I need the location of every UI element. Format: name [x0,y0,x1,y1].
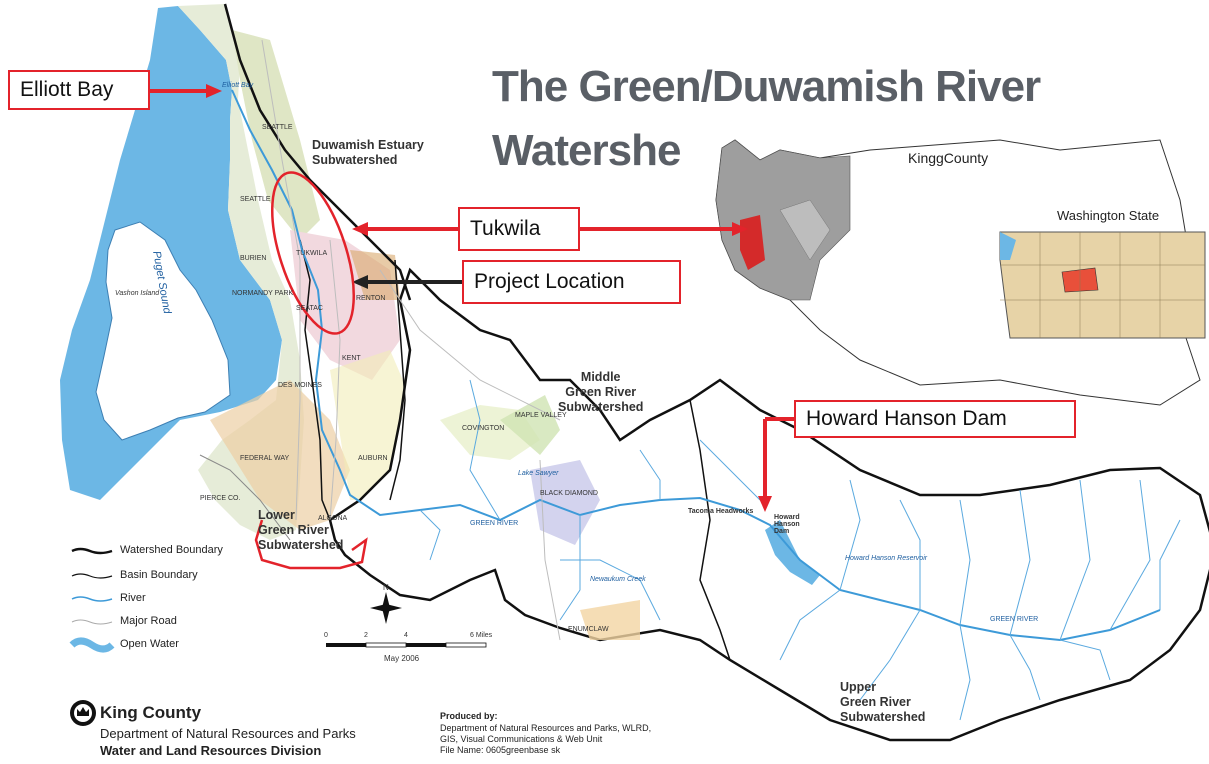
middle-label-line2: Green River [565,385,637,399]
lower-label-line2: Green River [258,523,329,537]
vashon-label: Vashon Island [115,290,160,297]
produced-by-line3: File Name: 0605greenbase sk [440,745,561,755]
watershed-body [328,267,1209,742]
basin-boundary-lower-middle [389,259,406,501]
covington-label: COVINGTON [462,425,505,432]
scale-date: May 2006 [384,654,420,663]
king-county-dept: Department of Natural Resources and Park… [100,726,356,741]
map-title-line2: Watershe [492,126,681,175]
middle-subwatershed-label: Middle Green River Subwatershed [558,370,643,415]
upper-label-line3: Subwatershed [840,710,926,724]
basin-boundary-middle-upper [689,399,731,661]
algona-label: ALGONA [318,515,348,522]
legend-basin-boundary: Basin Boundary [120,569,198,581]
duwamish-label-line2: Subwatershed [312,153,398,167]
elliott-bay-map-label: Elliott Bay [222,82,254,89]
green-river-upper-label: GREEN RIVER [990,616,1039,623]
black-diamond-label: BLACK DIAMOND [540,490,598,497]
scale-tick-2: 2 [364,632,368,639]
des-moines-label: DES MOINES [278,382,322,389]
north-label: N [383,583,389,592]
federal-way-label: FEDERAL WAY [240,455,290,462]
callout-project-location: Project Location [462,260,681,304]
middle-label-line1: Middle [580,370,621,384]
kent-label: KENT [342,355,361,362]
black-diamond-area [530,460,600,545]
tukwila-map-label: TUKWILA [296,250,328,257]
callout-howard-hanson-dam: Howard Hanson Dam [794,400,1076,438]
tacoma-headworks-label: Tacoma Headworks [688,508,754,515]
legend-river: River [120,592,146,604]
newaukum-creek-label: Newaukum Creek [590,576,646,583]
urban-shade-renton [350,250,400,300]
burien-label: BURIEN [240,255,267,262]
produced-by-line2: GIS, Visual Communications & Web Unit [440,734,603,744]
renton-label: RENTON [356,295,386,302]
map-title-line1: The Green/Duwamish River [492,62,1041,111]
enumclaw-area [580,600,640,640]
north-arrow [370,592,402,624]
king-county-logo [70,700,96,726]
maple-valley-label: MAPLE VALLEY [515,412,567,419]
scale-tick-0: 0 [324,632,328,639]
king-county-inset-label: KinggCounty [908,150,989,166]
enumclaw-label: ENUMCLAW [568,626,609,633]
vashon-island [95,221,231,441]
upper-label-line1: Upper [840,680,877,694]
normandy-park-label: NORMANDY PARK [232,290,294,297]
seatac-label: SEATAC [296,305,323,312]
king-county-inset [715,139,1201,406]
reservoir-label: Howard Hanson Reservoir [845,555,928,562]
legend-open-water: Open Water [120,638,179,650]
legend-symbols [69,547,115,653]
howard-hanson-dam-map-label: Howard Hanson Dam [774,514,800,535]
lower-label-line1: Lower [258,508,295,522]
pierce-county-line [199,454,291,541]
scale-tick-4: 4 [404,632,408,639]
washington-state-label: Washington State [1057,208,1160,223]
maple-valley-area [500,395,560,455]
legend-major-road: Major Road [120,615,177,627]
seattle-north-label: SEATTLE [262,124,293,131]
scale-bar [326,642,487,648]
king-county-division: Water and Land Resources Division [100,743,322,758]
lower-subwatershed-label: Lower Green River Subwatershed [258,508,343,553]
scale-tick-6: 6 Miles [470,632,493,639]
green-river-lower-label: GREEN RIVER [470,520,519,527]
produced-by-line1: Department of Natural Resources and Park… [440,723,652,733]
watershed-boundary-north [223,3,412,301]
duwamish-subwatershed-label: Duwamish Estuary Subwatershed [312,138,424,168]
king-county-org: King County [100,703,202,722]
lower-green-highlight [254,519,368,570]
callout-arrows [150,84,794,512]
upper-subwatershed-label: Upper Green River Subwatershed [840,680,925,725]
callout-tukwila: Tukwila [458,207,580,251]
tributaries [419,379,1181,721]
auburn-label: AUBURN [358,455,388,462]
major-roads [261,39,561,641]
callout-elliott-bay: Elliott Bay [8,70,150,110]
lake-sawyer-label: Lake Sawyer [518,470,559,477]
urban-shade-south [210,380,350,530]
basin-boundary [299,239,331,521]
lower-label-line3: Subwatershed [258,538,344,552]
seattle-south-label: SEATTLE [240,196,271,203]
duwamish-label-line1: Duwamish Estuary [312,138,424,152]
upper-label-line2: Green River [840,695,911,709]
legend-watershed-boundary: Watershed Boundary [120,544,223,556]
produced-by-heading: Produced by: [440,711,498,721]
washington-state-inset [999,231,1206,339]
tukwila-highlight-ellipse [271,171,355,335]
middle-label-line3: Subwatershed [558,400,644,414]
pierce-co-label: PIERCE CO. [200,495,241,502]
